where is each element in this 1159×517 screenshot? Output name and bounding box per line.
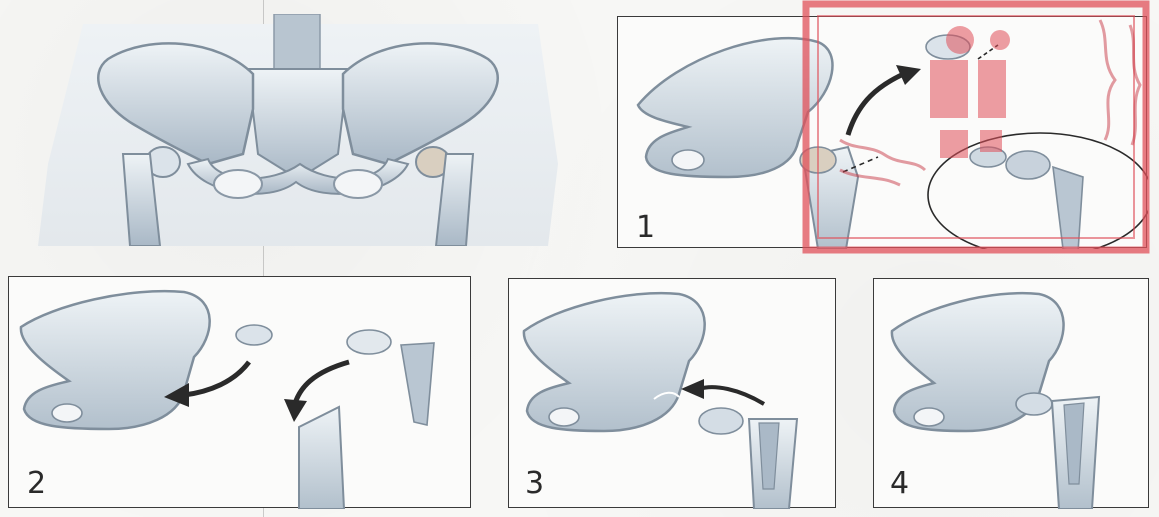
- step-3-panel: 3: [508, 278, 836, 508]
- step-4-panel: 4: [873, 278, 1149, 508]
- step-number: 2: [27, 469, 46, 499]
- step-3-illustration: [509, 279, 837, 509]
- step-number: 4: [890, 469, 909, 499]
- step-number: 3: [525, 469, 544, 499]
- step-2-panel: 2: [8, 276, 471, 508]
- step-4-illustration: [874, 279, 1150, 509]
- step-number: 1: [636, 213, 655, 243]
- step-2-illustration: [9, 277, 472, 509]
- official-stamp: [800, 0, 1159, 258]
- pelvis-overview-illustration: [38, 14, 558, 246]
